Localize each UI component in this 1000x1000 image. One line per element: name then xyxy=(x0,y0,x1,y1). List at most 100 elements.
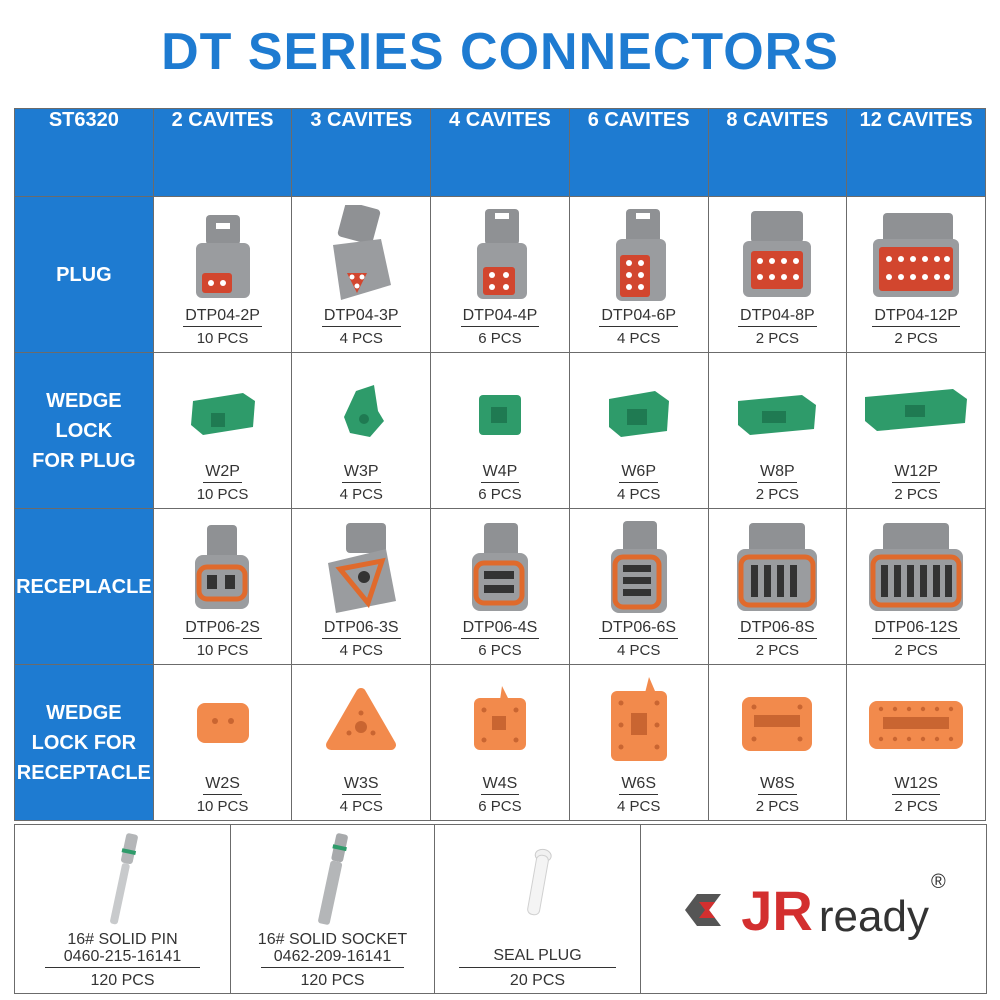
product-cell[interactable]: W4S 6 PCS xyxy=(430,664,570,821)
part-number: W8P xyxy=(758,463,797,483)
socket-quantity: 120 PCS xyxy=(300,972,365,989)
plug-row: PLUG DTP04-2P 10 PCS DTP04-3P 4 PCS DTP0… xyxy=(14,196,986,353)
seal-plug-name: SEAL PLUG xyxy=(493,947,582,964)
wedge-w4p-image xyxy=(431,361,569,461)
wedge-w2s-image xyxy=(154,673,292,773)
part-number: W12S xyxy=(892,775,940,795)
part-number: DTP04-8P xyxy=(738,307,817,327)
quantity: 4 PCS xyxy=(339,330,383,347)
part-number: W2P xyxy=(203,463,242,483)
part-number: DTP06-3S xyxy=(321,619,401,639)
product-cell[interactable]: W12S 2 PCS xyxy=(846,664,986,821)
receptacle-3s-image xyxy=(292,517,430,617)
wedge-w12p-image xyxy=(847,361,985,461)
product-cell[interactable]: W3S 4 PCS xyxy=(291,664,432,821)
part-number: W4P xyxy=(480,463,520,483)
quantity: 2 PCS xyxy=(755,330,800,347)
plug-6p-image xyxy=(570,205,708,305)
product-cell[interactable]: DTP06-12S 2 PCS xyxy=(846,508,986,665)
part-number: DTP04-2P xyxy=(183,307,262,327)
row-label-receptacle: RECEPLACLE xyxy=(14,508,154,665)
accessories-row: 16# SOLID PIN 0460-215-16141 120 PCS 16#… xyxy=(14,824,987,994)
pin-quantity: 120 PCS xyxy=(90,972,155,989)
pin-part-number: 0460-215-16141 xyxy=(63,948,182,965)
product-cell[interactable]: DTP06-2S 10 PCS xyxy=(152,508,293,665)
product-cell[interactable]: DTP04-2P 10 PCS xyxy=(152,196,293,353)
wedge-w8s-image xyxy=(709,673,847,773)
quantity: 4 PCS xyxy=(616,330,661,347)
quantity: 2 PCS xyxy=(755,486,800,503)
product-cell[interactable]: DTP06-4S 6 PCS xyxy=(430,508,570,665)
product-cell[interactable]: DTP04-4P 6 PCS xyxy=(430,196,570,353)
product-cell[interactable]: DTP04-12P 2 PCS xyxy=(846,196,986,353)
product-cell[interactable]: W8P 2 PCS xyxy=(707,352,848,509)
header-col-8: 8 CAVITES xyxy=(707,108,848,197)
part-number: W2S xyxy=(203,775,242,795)
product-cell[interactable]: W12P 2 PCS xyxy=(846,352,986,509)
quantity: 10 PCS xyxy=(196,486,249,503)
product-cell[interactable]: DTP04-6P 4 PCS xyxy=(568,196,709,353)
wedge-w8p-image xyxy=(709,361,847,461)
receptacle-8s-image xyxy=(709,517,847,617)
wedge-w4s-image xyxy=(431,673,569,773)
quantity: 6 PCS xyxy=(478,642,522,659)
receptacle-row: RECEPLACLE DTP06-2S 10 PCS DTP06-3S 4 PC… xyxy=(14,508,986,665)
part-number: W3S xyxy=(341,775,381,795)
product-cell[interactable]: W6S 4 PCS xyxy=(568,664,709,821)
quantity: 6 PCS xyxy=(478,330,522,347)
plug-3p-image xyxy=(292,205,430,305)
part-number: W6S xyxy=(619,775,658,795)
quantity: 4 PCS xyxy=(616,486,661,503)
header-col-4: 4 CAVITES xyxy=(430,108,570,197)
product-cell[interactable]: W6P 4 PCS xyxy=(568,352,709,509)
accessory-cell-seal[interactable]: SEAL PLUG 20 PCS xyxy=(434,824,641,994)
part-number: W6P xyxy=(619,463,658,483)
accessory-cell-socket[interactable]: 16# SOLID SOCKET 0462-209-16141 120 PCS xyxy=(230,824,435,994)
part-number: DTP04-6P xyxy=(599,307,679,327)
quantity: 2 PCS xyxy=(894,642,938,659)
solid-pin-image xyxy=(15,829,230,929)
quantity: 4 PCS xyxy=(339,798,383,815)
part-number: W3P xyxy=(341,463,381,483)
product-cell[interactable]: DTP06-3S 4 PCS xyxy=(291,508,432,665)
quantity: 2 PCS xyxy=(894,486,938,503)
part-number: DTP06-2S xyxy=(183,619,262,639)
quantity: 4 PCS xyxy=(339,642,383,659)
product-cell[interactable]: DTP06-8S 2 PCS xyxy=(707,508,848,665)
quantity: 10 PCS xyxy=(196,798,249,815)
quantity: 2 PCS xyxy=(894,798,938,815)
header-col-2: 2 CAVITES xyxy=(152,108,293,197)
solid-socket-image xyxy=(231,829,434,929)
quantity: 2 PCS xyxy=(894,330,938,347)
receptacle-2s-image xyxy=(154,517,292,617)
header-model: ST6320 xyxy=(14,108,154,197)
connector-table: ST6320 2 CAVITES 3 CAVITES 4 CAVITES 6 C… xyxy=(14,108,986,821)
receptacle-12s-image xyxy=(847,517,985,617)
wedge-w6p-image xyxy=(570,361,708,461)
product-cell[interactable]: W2S 10 PCS xyxy=(152,664,293,821)
quantity: 2 PCS xyxy=(755,798,800,815)
jrready-mark-icon xyxy=(685,894,722,926)
part-number: W8S xyxy=(758,775,797,795)
product-cell[interactable]: W8S 2 PCS xyxy=(707,664,848,821)
product-cell[interactable]: DTP04-3P 4 PCS xyxy=(291,196,432,353)
product-cell[interactable]: W3P 4 PCS xyxy=(291,352,432,509)
product-cell[interactable]: W2P 10 PCS xyxy=(152,352,293,509)
product-cell[interactable]: DTP04-8P 2 PCS xyxy=(707,196,848,353)
quantity: 4 PCS xyxy=(616,642,661,659)
accessory-cell-pin[interactable]: 16# SOLID PIN 0460-215-16141 120 PCS xyxy=(14,824,231,994)
part-number: DTP06-8S xyxy=(738,619,817,639)
seal-plug-image xyxy=(435,845,640,925)
product-cell[interactable]: DTP06-6S 4 PCS xyxy=(568,508,709,665)
socket-name: 16# SOLID SOCKET xyxy=(257,931,408,948)
wedge-w2p-image xyxy=(154,361,292,461)
seal-plug-quantity: 20 PCS xyxy=(509,972,566,989)
product-cell[interactable]: W4P 6 PCS xyxy=(430,352,570,509)
part-number: DTP04-3P xyxy=(321,307,401,327)
brand-cell: JR ready ® xyxy=(640,824,987,994)
header-col-3: 3 CAVITES xyxy=(291,108,432,197)
part-number: W4S xyxy=(480,775,520,795)
header-col-12: 12 CAVITES xyxy=(846,108,986,197)
